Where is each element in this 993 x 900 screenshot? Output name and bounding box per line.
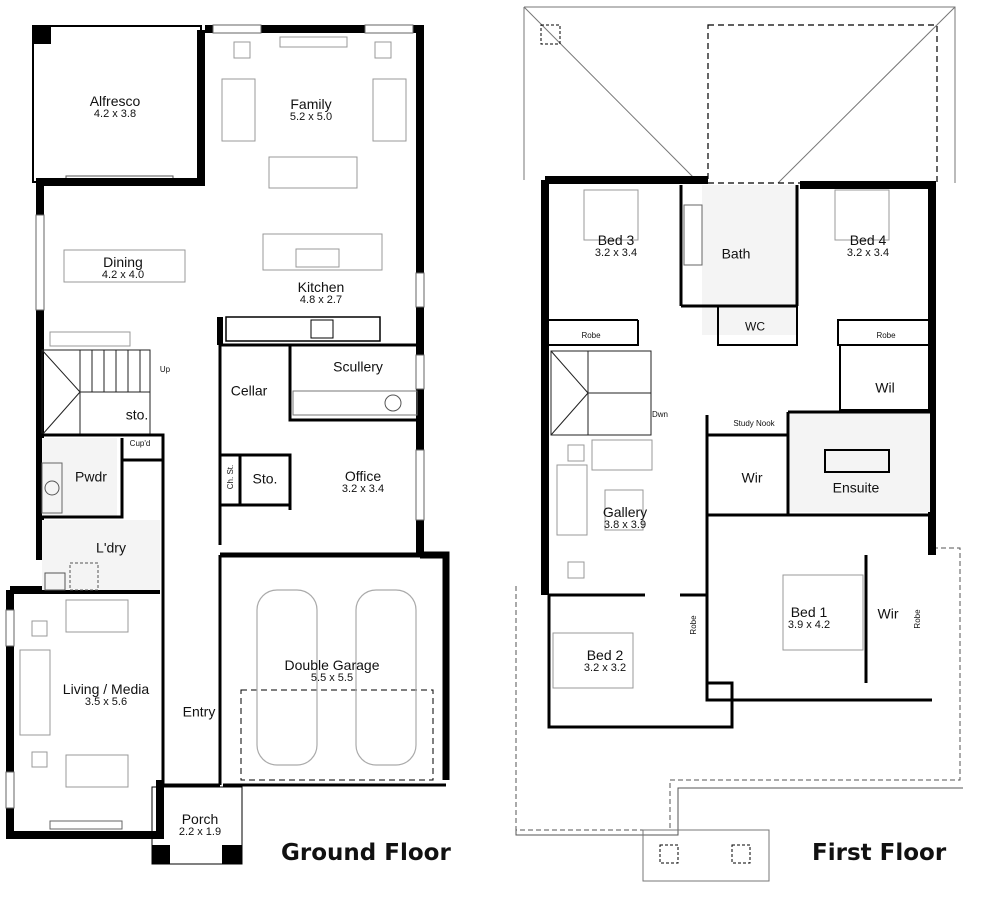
first-floor-title: First Floor bbox=[812, 840, 947, 866]
room-ch-st: Ch. St. bbox=[225, 464, 235, 490]
room-bath: Bath bbox=[721, 245, 751, 262]
room-wir-ensuite: Wir bbox=[741, 469, 763, 486]
room-pwdr: Pwdr bbox=[75, 468, 107, 485]
roof-outline bbox=[523, 6, 956, 183]
room-robe-bed1: Robe bbox=[912, 609, 922, 629]
stair-up-label: Up bbox=[159, 364, 171, 374]
room-wil: Wil bbox=[875, 379, 895, 396]
first-floor-drawing bbox=[515, 6, 963, 882]
room-robe-bed2: Robe bbox=[688, 615, 698, 635]
ground-floor-title: Ground Floor bbox=[281, 840, 451, 866]
room-entry: Entry bbox=[182, 703, 216, 720]
room-wir-bed1: Wir bbox=[877, 605, 899, 622]
room-sto-upper: sto. bbox=[125, 406, 149, 423]
first-exterior-walls bbox=[541, 176, 936, 595]
ground-exterior-walls bbox=[36, 30, 205, 560]
room-sto-lower: Sto. bbox=[252, 470, 278, 487]
room-cupd: Cup'd bbox=[129, 438, 151, 448]
room-robe-bed4: Robe bbox=[876, 330, 896, 340]
room-ensuite: Ensuite bbox=[832, 479, 880, 496]
room-cellar: Cellar bbox=[230, 382, 268, 399]
room-laundry: L'dry bbox=[96, 539, 126, 556]
room-wc: WC bbox=[745, 319, 765, 334]
ground-floor-drawing bbox=[5, 24, 450, 865]
stair-down-label: Dwn bbox=[651, 409, 669, 419]
room-study-nook: Study Nook bbox=[733, 418, 775, 428]
room-scullery: Scullery bbox=[333, 358, 383, 375]
room-robe-bed3: Robe bbox=[581, 330, 601, 340]
